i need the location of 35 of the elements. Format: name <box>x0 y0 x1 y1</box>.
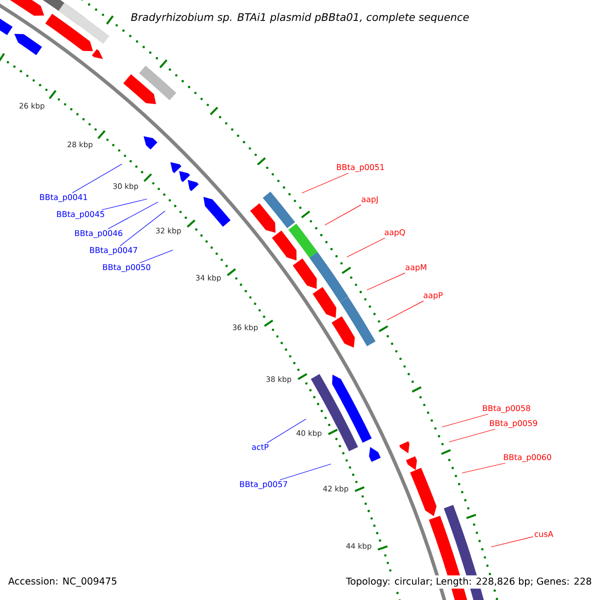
gene-label: BBta_p0041 <box>40 194 88 202</box>
leader-line <box>324 204 362 226</box>
leader-line <box>448 428 496 442</box>
gene-label: aapM <box>406 264 426 272</box>
accession-text: Accession: NC_009475 <box>6 575 120 589</box>
leader-line <box>490 536 534 548</box>
leader-line <box>120 210 166 246</box>
leader-line <box>346 238 386 258</box>
gene-label: BBta_p0058 <box>483 405 530 413</box>
gene-label: BBta_p0059 <box>490 420 538 428</box>
leader-line <box>72 164 122 194</box>
gene-label: BBta_p0057 <box>240 481 288 489</box>
title: Bradyrhizobium sp. BTAi1 plasmid pBBta01, complete sequence <box>128 10 472 26</box>
gene-label: BBta_p0047 <box>90 247 138 255</box>
gene-label: actP <box>252 444 269 450</box>
leader-line <box>139 250 174 264</box>
gene-label: BBta_p0045 <box>57 211 104 219</box>
leader-line <box>302 172 349 194</box>
gene-label: aapP <box>424 292 443 300</box>
leader-line <box>442 414 488 428</box>
gene-label: BBta_p0060 <box>504 454 552 462</box>
gene-label: BBta_p0046 <box>75 230 122 238</box>
gene-label: BBta_p0051 <box>336 164 384 172</box>
leader-line <box>462 462 506 474</box>
leader-line <box>102 198 148 210</box>
gene-label: BBta_p0050 <box>103 264 150 272</box>
gene-label: aapJ <box>362 196 378 204</box>
leader-line <box>280 464 332 480</box>
leader-line <box>366 272 406 290</box>
gene-label: cusA <box>534 531 554 537</box>
leader-line <box>108 202 158 230</box>
leader-line <box>266 418 306 444</box>
leader-line <box>386 300 424 320</box>
summary-text: Topology: circular; Length: 228,826 bp; Genes: 228 <box>344 575 594 589</box>
gene-label: aapQ <box>384 229 405 237</box>
